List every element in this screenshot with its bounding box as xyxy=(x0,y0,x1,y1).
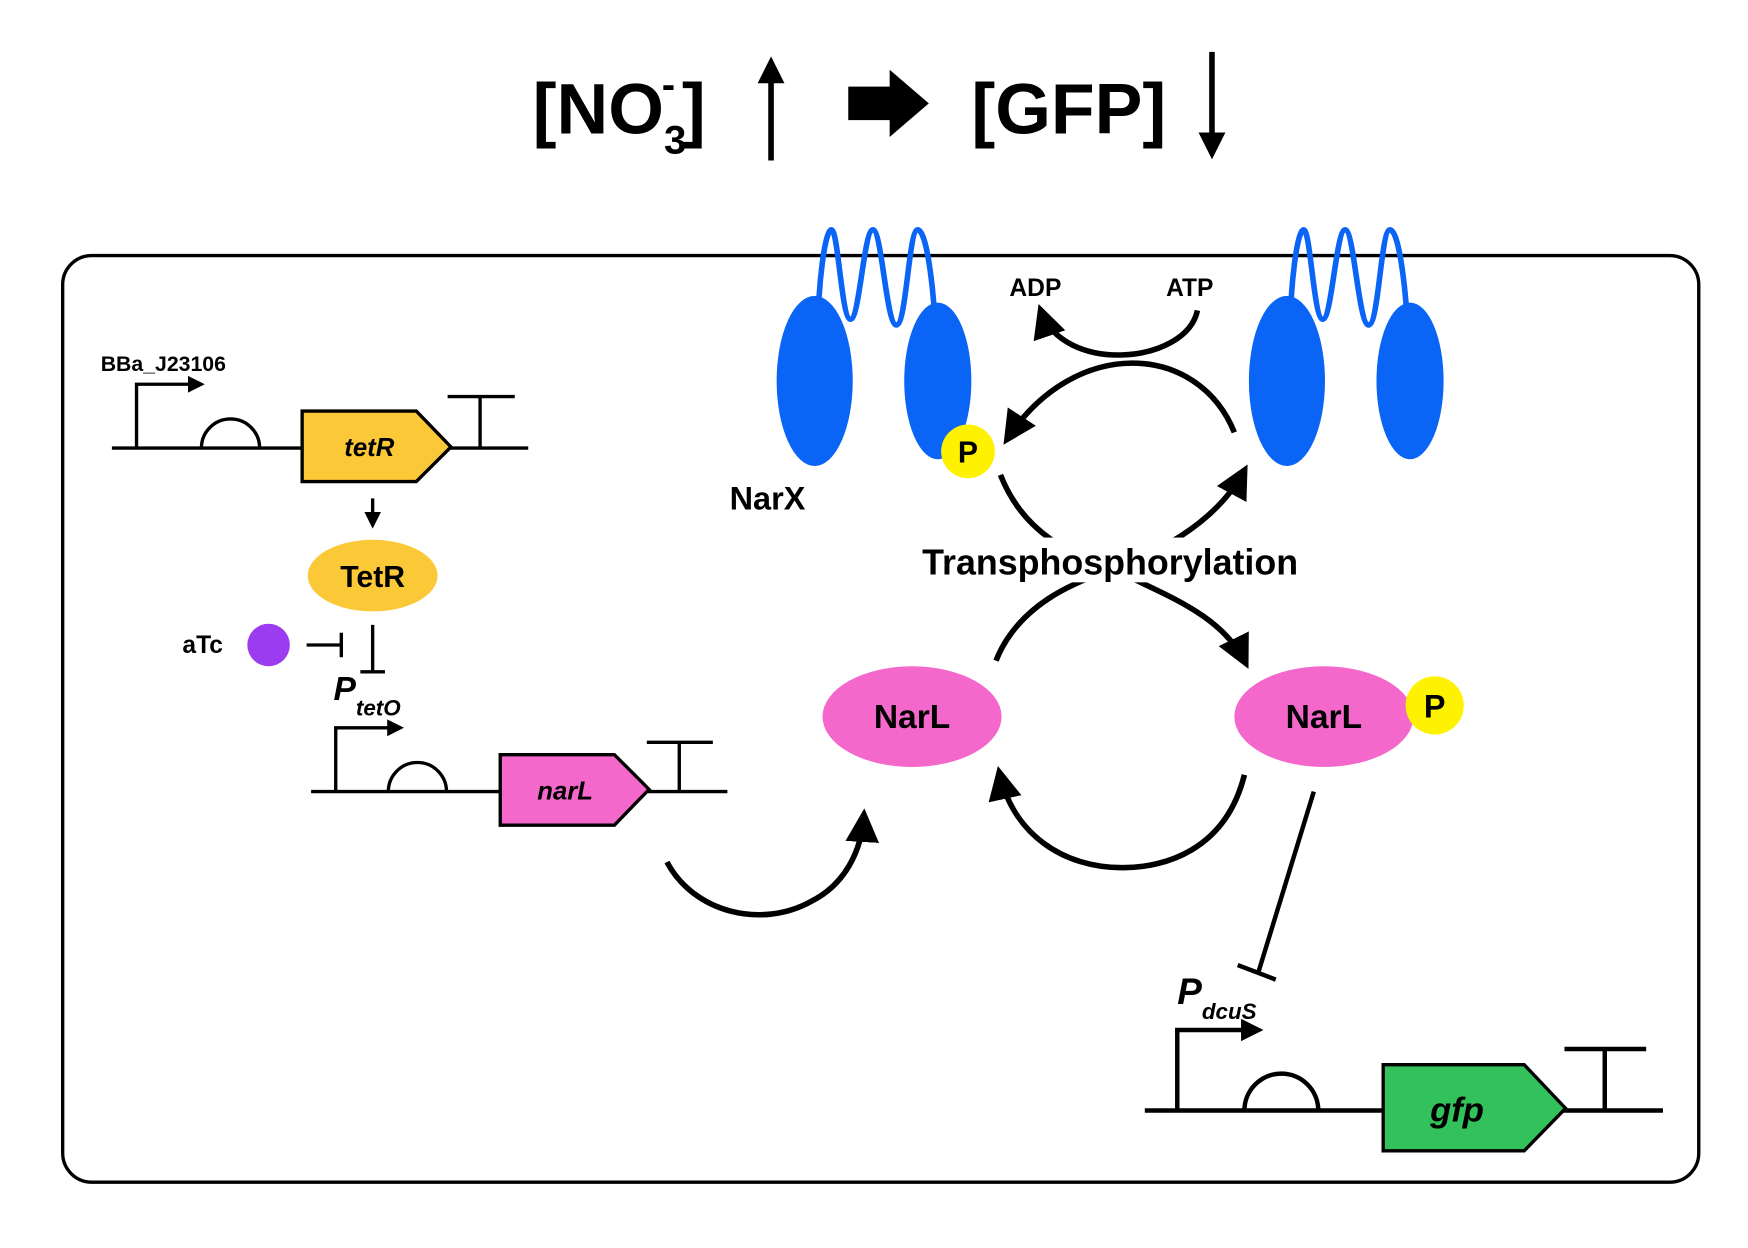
tetR-gene-box xyxy=(300,409,454,484)
dephosphorylation-arrow-icon xyxy=(988,766,1248,871)
promoter-arrow-icon xyxy=(134,375,205,449)
narX-label: NarX xyxy=(730,481,806,517)
narL-cassette: narL xyxy=(311,719,728,827)
narX-domain xyxy=(776,295,853,466)
tetR-protein-label: TetR xyxy=(340,561,405,594)
terminator-icon xyxy=(646,740,713,792)
narL-expression-arrow-icon xyxy=(664,808,879,918)
phosphate-left-icon xyxy=(941,424,995,479)
atp-to-adp-arrow-icon xyxy=(1033,304,1201,358)
atc-inhibition-icon xyxy=(306,632,343,658)
gfp-gene-box xyxy=(1381,1062,1568,1153)
narL-right-label: NarL xyxy=(1286,699,1362,736)
tetR-repression-icon xyxy=(360,624,385,674)
narL-gene-label: narL xyxy=(537,777,593,805)
transmembrane-helix-icon xyxy=(815,227,939,331)
phosphate-right-icon xyxy=(1405,676,1464,735)
nitrate-label: [NO3-] xyxy=(533,62,706,163)
transmembrane-helix-icon xyxy=(1287,227,1411,331)
gfp-down-arrow-icon xyxy=(1198,51,1226,160)
narL-phosphorylated-protein xyxy=(1234,666,1414,767)
narL-repression-icon xyxy=(1236,790,1316,982)
transphosphorylation-label: Transphosphorylation xyxy=(922,542,1298,582)
promoter-j23106-label: BBa_J23106 xyxy=(101,352,226,376)
atp-label: ATP xyxy=(1166,275,1213,302)
narX-domain xyxy=(1248,295,1325,466)
tetR-cassette: BBa_J23106 tetR xyxy=(101,352,529,484)
leads-to-arrow-icon xyxy=(848,69,929,137)
narL-protein xyxy=(822,666,1002,767)
narX-domain xyxy=(904,302,972,460)
label-backdrop xyxy=(910,537,1310,583)
promoter-arrow-icon xyxy=(334,719,404,792)
phosphate-right-label: P xyxy=(1424,689,1446,725)
phosphate-left-label: P xyxy=(958,437,978,470)
promoter-arrow-icon xyxy=(1175,1018,1264,1111)
atc-molecule-icon xyxy=(247,623,290,667)
narL-gene-box xyxy=(498,752,652,827)
nitrate-up-arrow-icon xyxy=(757,56,785,161)
tetR-protein xyxy=(307,539,438,612)
tetR-gene-label: tetR xyxy=(344,434,394,462)
rbs-icon xyxy=(386,760,449,792)
terminator-icon xyxy=(1564,1046,1647,1111)
gfp-label: [GFP] xyxy=(971,70,1166,150)
narL-left-label: NarL xyxy=(874,699,950,736)
pdcus-label: PdcuS xyxy=(1177,971,1256,1024)
ptet-label: PtetO xyxy=(333,671,401,721)
gfp-cassette: gfp xyxy=(1144,1018,1663,1153)
gfp-gene-label: gfp xyxy=(1429,1092,1484,1130)
rbs-icon xyxy=(199,417,262,449)
rbs-icon xyxy=(1242,1071,1321,1111)
adp-label: ADP xyxy=(1009,275,1061,302)
header: [NO3-] [GFP] xyxy=(533,51,1226,163)
terminator-icon xyxy=(447,394,515,449)
atc-label: aTc xyxy=(182,632,223,659)
autophosphorylation-arrow-icon xyxy=(1003,360,1237,445)
narX-domain xyxy=(1376,302,1444,460)
narX-left xyxy=(776,227,972,466)
narX-right xyxy=(1248,227,1444,466)
